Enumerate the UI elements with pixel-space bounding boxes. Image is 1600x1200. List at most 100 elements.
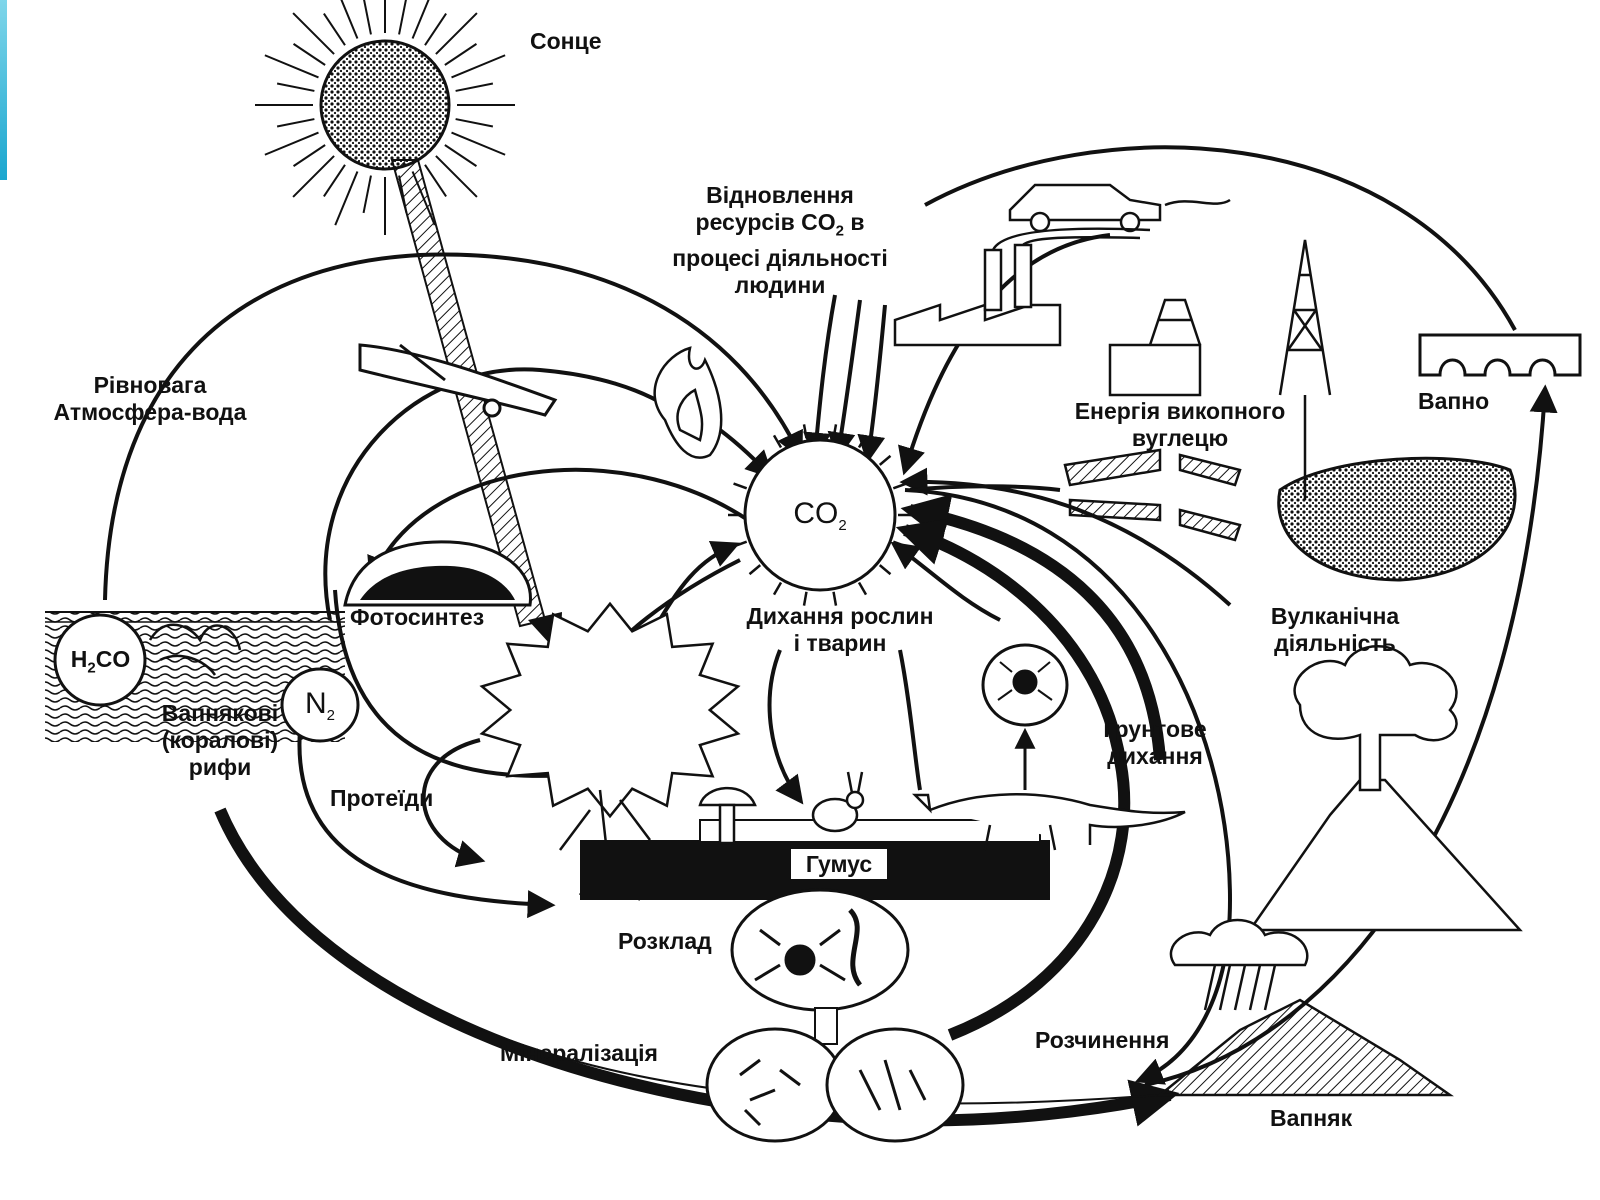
- label-respiration: Дихання рослин і тварин: [746, 603, 934, 656]
- h2co3-node: [53, 613, 147, 707]
- label-human-line1: Відновлення: [706, 182, 854, 208]
- sun-ray: [444, 43, 478, 66]
- label-lime: Вапно: [1418, 388, 1490, 414]
- label-human-line2: ресурсів CO2 в: [695, 209, 865, 240]
- label-limestone: Вапняк: [1270, 1105, 1353, 1131]
- label-h2co3: H2CO: [70, 646, 131, 677]
- slide-accent-bar: [0, 0, 7, 180]
- label-fossil-energy: Енергія викопного вуглецю: [1074, 398, 1286, 451]
- sun-ray: [334, 171, 359, 226]
- label-n2: N2: [304, 687, 335, 725]
- sun-ray: [435, 155, 478, 198]
- arrow-proteins-inner: [421, 738, 486, 868]
- co2-spoke: [878, 454, 892, 466]
- co2-spoke: [857, 434, 868, 449]
- sun-ray: [444, 144, 478, 167]
- limestone-hill-icon: [1156, 998, 1454, 1097]
- sun-ray: [363, 0, 372, 35]
- co2-spoke: [878, 564, 892, 576]
- soil-respiration-node: [981, 643, 1069, 727]
- co2-spoke: [892, 540, 907, 548]
- coral-reef-icon: [148, 623, 242, 676]
- arrow-volcano-to-co2: [899, 467, 1232, 607]
- airplane-icon: [358, 343, 558, 418]
- label-human-line3: процесі діяльності: [672, 244, 888, 271]
- sun-ray: [451, 131, 506, 156]
- sun-ray: [424, 164, 447, 198]
- sun-ray: [340, 0, 359, 39]
- factory-icon: [893, 227, 1151, 347]
- sun-ray: [292, 12, 335, 55]
- sun-ray: [276, 82, 315, 92]
- label-human-line4: людини: [734, 271, 826, 298]
- co2-spoke: [748, 564, 762, 576]
- sun-ray: [292, 144, 326, 167]
- sun-ray: [455, 118, 494, 128]
- tree-icon: [479, 601, 741, 901]
- arrow-respiration-right: [898, 649, 922, 791]
- arrow-co2-to-photosynthesis: [367, 467, 750, 586]
- co2-spoke: [802, 591, 808, 606]
- sun-ray: [276, 118, 315, 128]
- oil-deposit-icon: [1277, 456, 1517, 582]
- arrow-bold-soil-to-co2: [900, 494, 1166, 761]
- co2-spoke: [832, 591, 838, 606]
- sun-ray: [398, 0, 407, 35]
- arrow-fossil-to-co2: [909, 484, 1061, 492]
- sun-ray: [292, 155, 335, 198]
- co2-spoke: [772, 581, 783, 596]
- label-human-activity: Відновлення ресурсів CO2 в процесі діяль…: [630, 182, 930, 299]
- lime-bridge-icon: [1418, 333, 1582, 377]
- rain-cloud-icon: [1169, 918, 1309, 1011]
- sun-ray: [435, 12, 478, 55]
- label-proteins: Протеїди: [330, 785, 434, 811]
- arrow-n2-proteins: [297, 729, 556, 919]
- oil-derrick-icon: [1278, 239, 1332, 500]
- label-decomposition: Розклад: [618, 928, 712, 954]
- mine-tower-icon: [1108, 298, 1202, 397]
- fire-icon: [653, 346, 723, 459]
- arrow-human-to-co2-c: [857, 304, 887, 464]
- photosynthesis-dome-icon: [343, 540, 532, 607]
- arrow-bold-mineral-to-co2: [895, 518, 1131, 1041]
- label-reefs: Вапнякові (коралові) рифи: [161, 700, 279, 780]
- arrow-balance-to-co2: [103, 252, 803, 601]
- co2-node: [728, 424, 912, 606]
- sun-icon: [255, 0, 515, 235]
- coal-seam-icon: [1063, 448, 1242, 542]
- co2-spoke: [892, 482, 907, 490]
- label-photosynthesis: Фотосинтез: [350, 604, 485, 630]
- mushroom-icon: [698, 786, 757, 845]
- sun-ray: [424, 12, 447, 46]
- label-co2: CO2: [793, 497, 847, 535]
- sun-ray: [264, 54, 319, 79]
- arrow-human-to-co2-b: [827, 299, 862, 461]
- label-balance: Рівновага Атмосфера-вода: [53, 372, 247, 425]
- sun-ray: [264, 131, 319, 156]
- rabbit-icon: [811, 771, 865, 833]
- label-volcanic: Вулканічна діяльність: [1270, 603, 1400, 656]
- co2-spoke: [802, 424, 808, 439]
- label-dissolution: Розчинення: [1035, 1027, 1170, 1053]
- co2-spoke: [733, 482, 748, 490]
- label-mineralization: Мінералізація: [500, 1040, 658, 1066]
- fox-icon: [911, 793, 1186, 851]
- n2-node: [280, 667, 360, 743]
- co2-spoke: [832, 424, 838, 439]
- volcano-icon: [1247, 645, 1523, 932]
- arrow-car-to-industry: [924, 145, 1517, 331]
- co2-spoke: [748, 454, 762, 466]
- car-icon: [1008, 183, 1231, 233]
- humus-box: [789, 847, 889, 881]
- sun-ray: [292, 43, 326, 66]
- sun-ray: [411, 0, 430, 39]
- arrow-reefs-outer-hollow: [229, 829, 1161, 1105]
- sun-ray: [362, 175, 372, 214]
- sun-ray: [323, 164, 346, 198]
- co2-spoke: [772, 434, 783, 449]
- decomp-mineral-link: [814, 1007, 838, 1045]
- arrow-human-to-co2-a: [803, 294, 837, 461]
- arrow-respiration-left: [767, 649, 804, 805]
- arrow-dissolution: [904, 488, 1233, 1085]
